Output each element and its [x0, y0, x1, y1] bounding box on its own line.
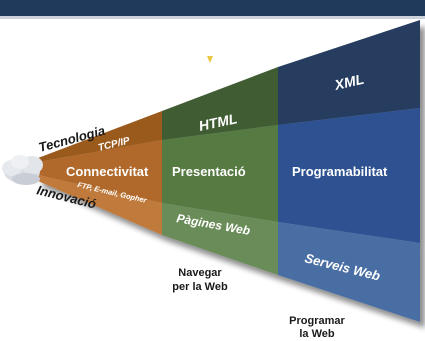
cloud-icon: [2, 155, 43, 185]
cone-col3-top: [278, 20, 420, 125]
label-xml: XML: [332, 71, 365, 93]
cone-col1-top: [38, 111, 162, 162]
caption-programar-line2: la Web: [299, 328, 335, 340]
cone-col2-bot: [162, 203, 278, 275]
spark-icon: [207, 56, 213, 63]
cone-col2-mid: [162, 125, 278, 222]
cone-col2-top: [162, 67, 278, 140]
label-programabilitat: Programabilitat: [292, 164, 388, 179]
label-connectivitat: Connectivitat: [66, 164, 149, 179]
cone: [38, 20, 420, 322]
caption-navegar-line2: per la Web: [172, 281, 228, 293]
header-bar-shadow: [0, 16, 425, 19]
caption-programar-line1: Programar: [289, 315, 345, 327]
header-bar: [0, 0, 425, 16]
cone-col1-mid: [38, 140, 162, 203]
cone-col3-bot: [278, 222, 420, 322]
cone-col3-mid: [278, 108, 420, 243]
label-presentacio: Presentació: [172, 164, 246, 179]
caption-navegar-line1: Navegar: [178, 267, 222, 279]
label-html: HTML: [197, 110, 238, 134]
cone-col1-bot: [38, 175, 162, 235]
